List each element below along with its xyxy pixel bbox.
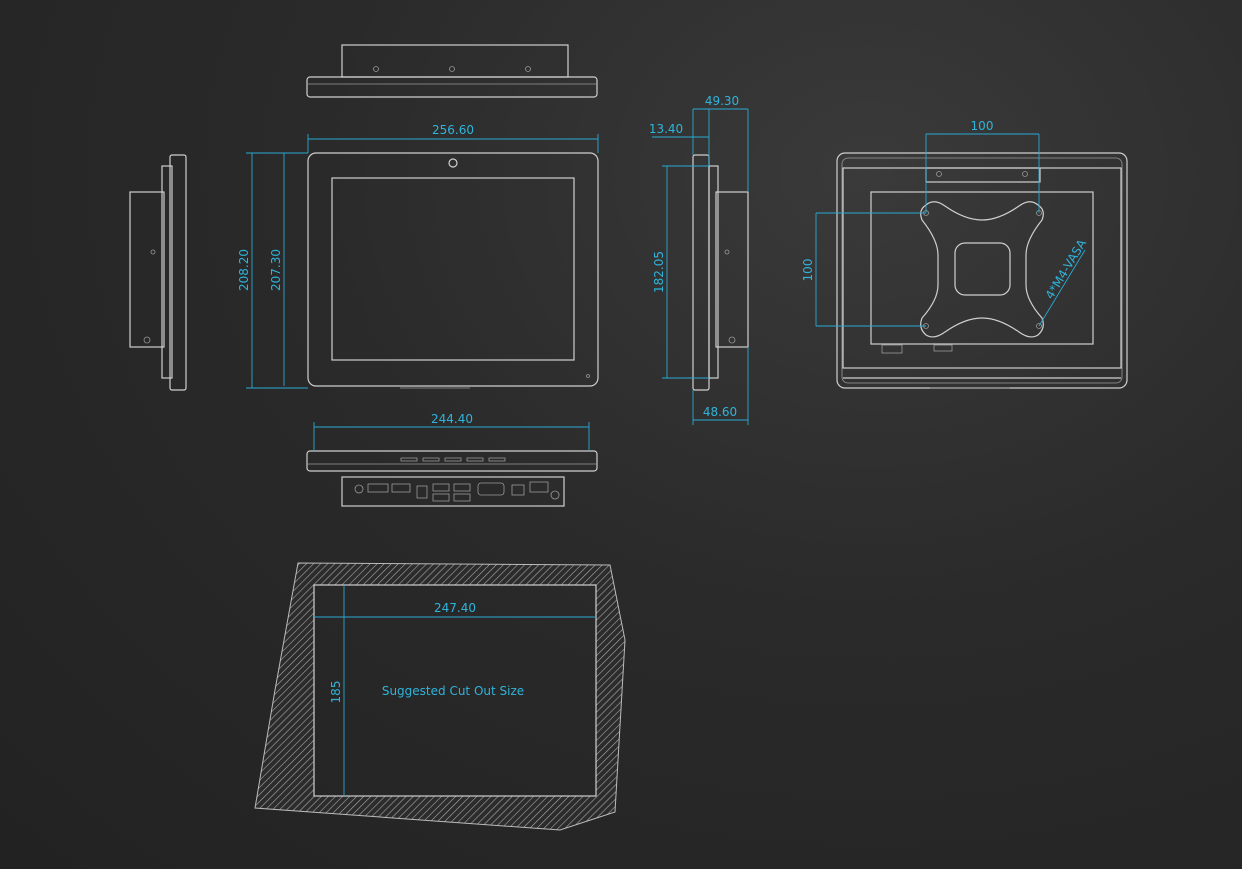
side-bezel-label: 13.40 (649, 122, 683, 136)
right-side-view (692, 154, 749, 391)
vesa-dimensions: 100 100 4*M4-VASA (801, 119, 1090, 327)
cutout-height-label: 185 (329, 681, 343, 704)
front-width-dimension: 256.60 (307, 123, 599, 153)
top-view (306, 44, 598, 98)
cutout-width-label: 247.40 (434, 601, 476, 615)
io-ports (354, 481, 560, 502)
vesa-vertical-label: 100 (801, 259, 815, 282)
side-height-label: 182.05 (652, 251, 666, 293)
vesa-horizontal-label: 100 (971, 119, 994, 133)
side-depth-total-label: 49.30 (705, 94, 739, 108)
cutout-view: 247.40 185 Suggested Cut Out Size (254, 562, 626, 831)
rear-view (836, 152, 1128, 389)
bottom-view: 244.40 (306, 412, 598, 507)
front-view (307, 152, 599, 389)
front-height-inner-label: 207.30 (269, 249, 283, 291)
side-dimensions: 49.30 13.40 182.05 48.60 (649, 94, 749, 425)
side-bottom-depth-label: 48.60 (703, 405, 737, 419)
front-height-outer-label: 208.20 (237, 249, 251, 291)
vesa-screws-label: 4*M4-VASA (1043, 236, 1090, 301)
front-width-label: 256.60 (432, 123, 474, 137)
left-side-view (129, 154, 187, 391)
front-height-dimensions: 208.20 207.30 (237, 152, 308, 389)
cutout-caption: Suggested Cut Out Size (382, 684, 524, 698)
bottom-width-label: 244.40 (431, 412, 473, 426)
